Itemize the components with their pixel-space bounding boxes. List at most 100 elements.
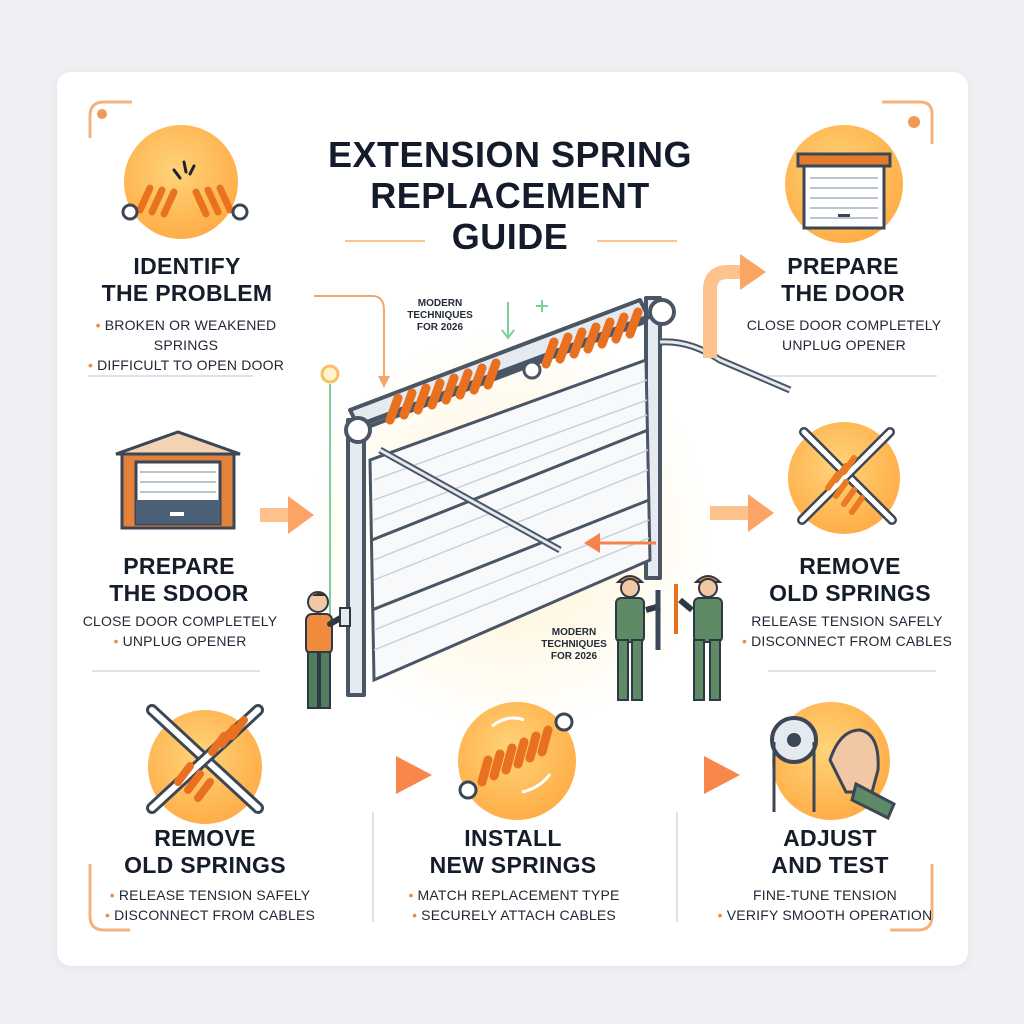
bullet-text: DISCONNECT FROM CABLES <box>114 907 316 923</box>
step-icon-circle <box>124 125 238 239</box>
arrow-right-icon <box>606 756 740 794</box>
pulley-hand-icon <box>770 716 896 820</box>
annotation-line: TECHNIQUES <box>407 310 473 321</box>
arrow-right-icon <box>298 756 432 794</box>
divider <box>676 812 678 922</box>
corner-decoration-icon <box>88 100 132 138</box>
step-bullets-adjust: FINE-TUNE TENSION •VERIFY SMOOTH OPERATI… <box>700 885 950 925</box>
title-line: GUIDE <box>451 216 569 257</box>
broken-spring-icon <box>121 160 249 221</box>
step-title-remove-bottom: REMOVE OLD SPRINGS <box>100 825 310 879</box>
step-title-line: PREPARE <box>787 253 899 279</box>
title-line: EXTENSION SPRING <box>327 134 693 175</box>
step-bullets-remove-right: RELEASE TENSION SAFELY •DISCONNECT FROM … <box>732 611 962 651</box>
garage-icon <box>115 430 241 530</box>
bullet-text: VERIFY SMOOTH OPERATION <box>726 907 933 923</box>
step-bullets-prepare-top: CLOSE DOOR COMPLETELY UNPLUG OPENER <box>730 315 958 355</box>
annotation-line: MODERN <box>417 298 463 309</box>
divider <box>768 670 936 672</box>
step-title-line: OLD SPRINGS <box>124 852 286 878</box>
step-title-adjust: ADJUST AND TEST <box>730 825 930 879</box>
bullet-text: UNPLUG OPENER <box>122 633 247 649</box>
bullet-dot-icon: • <box>741 633 748 649</box>
title-underline <box>345 240 425 242</box>
worker-figure-icon <box>615 575 723 701</box>
step-title-line: IDENTIFY <box>133 253 241 279</box>
bullet-text: MATCH REPLACEMENT TYPE <box>417 887 620 903</box>
corner-decoration-icon <box>890 864 934 932</box>
title-line: REPLACEMENT <box>370 175 650 216</box>
annotation-line: FOR 2026 <box>550 651 598 662</box>
step-title-line: REMOVE <box>799 553 901 579</box>
annotation-line: FOR 2026 <box>416 322 464 333</box>
divider <box>765 375 937 377</box>
bullet-text: DISCONNECT FROM CABLES <box>751 633 953 649</box>
bullet-text: RELEASE TENSION SAFELY <box>118 887 311 903</box>
bullet-dot-icon: • <box>95 317 101 333</box>
annotation-line: MODERN <box>551 627 597 638</box>
bullet-dot-icon: • <box>408 887 414 903</box>
worker-figure-icon <box>305 591 351 709</box>
step-title-prepare-left: PREPARE THE SDOOR <box>64 553 294 607</box>
step-title-line: THE DOOR <box>781 280 905 306</box>
bullet-dot-icon: • <box>717 907 723 923</box>
garage-door-illustration <box>344 296 792 697</box>
step-title-line: THE SDOOR <box>109 580 249 606</box>
corner-decoration-icon <box>88 864 130 932</box>
bullet-dot-icon: • <box>104 907 111 923</box>
plus-decoration-icon <box>501 300 548 340</box>
bullet-text: RELEASE TENSION SAFELY <box>751 613 943 629</box>
step-title-prepare-top: PREPARE THE DOOR <box>738 253 948 307</box>
bullet-item: •DISCONNECT FROM CABLES <box>732 631 962 651</box>
bullet-item: •DISCONNECT FROM CABLES <box>90 905 330 925</box>
annotation-note: MODERN TECHNIQUES FOR 2026 <box>400 298 480 334</box>
bullet-text: CLOSE DOOR COMPLETELY <box>746 317 942 333</box>
bullet-dot-icon: • <box>113 633 119 649</box>
step-bullets-prepare-left: CLOSE DOOR COMPLETELY •UNPLUG OPENER <box>66 611 294 651</box>
wrench-spring-icon <box>797 427 897 525</box>
step-bullets-remove-bottom: •RELEASE TENSION SAFELY •DISCONNECT FROM… <box>90 885 330 925</box>
annotation-note: MODERN TECHNIQUES FOR 2026 <box>536 627 612 663</box>
step-bullets-install: •MATCH REPLACEMENT TYPE •SECURELY ATTACH… <box>396 885 632 925</box>
page-title: EXTENSION SPRING REPLACEMENT GUIDE <box>250 134 770 257</box>
bullet-item: •BROKEN OR WEAKENED SPRINGS <box>66 315 306 355</box>
step-title-remove-right: REMOVE OLD SPRINGS <box>750 553 950 607</box>
divider <box>88 375 253 377</box>
bullet-item: •DIFFICULT TO OPEN DOOR <box>66 355 306 375</box>
step-title-line: ADJUST <box>783 825 877 851</box>
divider <box>92 670 260 672</box>
wrench-spring-icon <box>146 704 264 814</box>
arrow-left-icon <box>584 533 656 553</box>
connector-arrow-icon <box>314 295 390 388</box>
bullet-dot-icon: • <box>412 907 418 923</box>
bullet-dot-icon: • <box>109 887 115 903</box>
spring-icon <box>458 712 574 800</box>
step-bullets-identify: •BROKEN OR WEAKENED SPRINGS •DIFFICULT T… <box>66 315 306 375</box>
bullet-text: SECURELY ATTACH CABLES <box>421 907 616 923</box>
step-title-line: REMOVE <box>154 825 256 851</box>
bullet-item: •UNPLUG OPENER <box>66 631 294 651</box>
step-title-line: INSTALL <box>464 825 562 851</box>
bullet-text: FINE-TUNE TENSION <box>753 887 897 903</box>
step-title-identify: IDENTIFY THE PROBLEM <box>78 253 296 307</box>
bullet-item: •SECURELY ATTACH CABLES <box>396 905 632 925</box>
bullet-text: DIFFICULT TO OPEN DOOR <box>97 357 285 373</box>
step-title-line: OLD SPRINGS <box>769 580 931 606</box>
step-title-line: AND TEST <box>771 852 889 878</box>
curved-arrow-icon <box>703 254 766 358</box>
title-underline <box>597 240 677 242</box>
step-title-line: THE PROBLEM <box>101 280 273 306</box>
step-title-line: NEW SPRINGS <box>429 852 597 878</box>
bullet-dot-icon: • <box>87 357 94 373</box>
corner-decoration-icon <box>882 100 934 144</box>
step-title-install: INSTALL NEW SPRINGS <box>408 825 618 879</box>
bullet-item: •VERIFY SMOOTH OPERATION <box>700 905 950 925</box>
bullet-text: BROKEN OR WEAKENED SPRINGS <box>104 317 277 353</box>
bullet-text: UNPLUG OPENER <box>782 337 906 353</box>
bullet-item: •RELEASE TENSION SAFELY <box>90 885 330 905</box>
step-title-line: PREPARE <box>123 553 235 579</box>
garage-icon <box>796 152 892 230</box>
annotation-line: TECHNIQUES <box>541 639 607 650</box>
bullet-item: •MATCH REPLACEMENT TYPE <box>396 885 632 905</box>
divider <box>372 812 374 922</box>
